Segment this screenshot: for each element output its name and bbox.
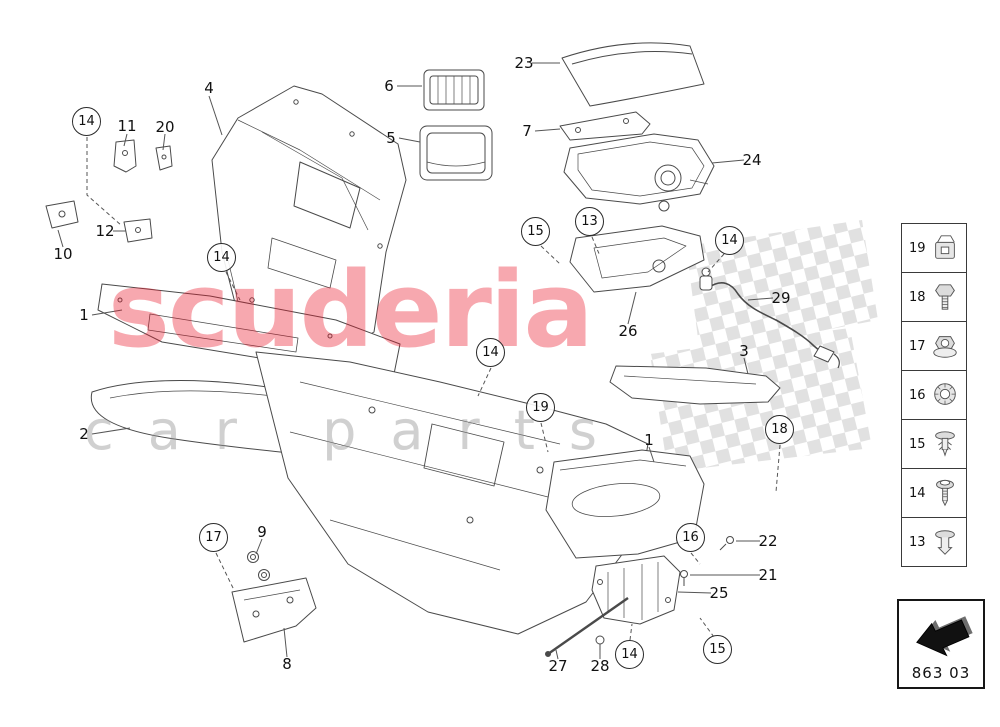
callout-22[interactable]: 22 <box>758 532 778 550</box>
callout-circle-17[interactable]: 17 <box>199 523 228 552</box>
diagram-code: 863 03 <box>911 664 971 682</box>
callout-1[interactable]: 1 <box>644 431 654 449</box>
fastener-thumbnail-column: 19 18 17 16 <box>901 223 967 567</box>
callout-6[interactable]: 6 <box>384 77 394 95</box>
callout-29[interactable]: 29 <box>771 289 791 307</box>
callout-20[interactable]: 20 <box>155 118 175 136</box>
callout-circle-14[interactable]: 14 <box>715 226 744 255</box>
thumbnail-label: 18 <box>909 289 926 305</box>
leader-lines <box>57 62 781 660</box>
callout-1[interactable]: 1 <box>79 306 89 324</box>
thumbnail-item-18[interactable]: 18 <box>901 272 967 322</box>
callout-circle-14[interactable]: 14 <box>207 243 236 272</box>
callout-circle-14[interactable]: 14 <box>72 107 101 136</box>
callout-26[interactable]: 26 <box>618 322 638 340</box>
thumbnail-label: 13 <box>909 534 926 550</box>
console-parts-artwork <box>45 42 840 657</box>
direction-arrow-icon <box>916 616 973 657</box>
thumbnail-label: 17 <box>909 338 926 354</box>
callout-10[interactable]: 10 <box>53 245 73 263</box>
callout-27[interactable]: 27 <box>548 657 568 675</box>
callout-circle-18[interactable]: 18 <box>765 415 794 444</box>
thumbnail-item-14[interactable]: 14 <box>901 468 967 518</box>
callout-12[interactable]: 12 <box>95 222 115 240</box>
callout-8[interactable]: 8 <box>282 655 292 673</box>
hex-bolt-icon <box>935 284 955 310</box>
callout-circle-14[interactable]: 14 <box>615 640 644 669</box>
callout-circle-15[interactable]: 15 <box>703 635 732 664</box>
push-clip-icon <box>935 431 955 457</box>
callout-circle-13[interactable]: 13 <box>575 207 604 236</box>
callout-circle-16[interactable]: 16 <box>676 523 705 552</box>
callout-circle-15[interactable]: 15 <box>521 217 550 246</box>
callout-circle-19[interactable]: 19 <box>526 393 555 422</box>
callout-23[interactable]: 23 <box>514 54 534 72</box>
callout-25[interactable]: 25 <box>709 584 729 602</box>
callout-24[interactable]: 24 <box>742 151 762 169</box>
spring-nut-icon <box>935 235 955 259</box>
callout-11[interactable]: 11 <box>117 117 137 135</box>
flange-nut-icon <box>933 336 957 358</box>
callout-28[interactable]: 28 <box>590 657 610 675</box>
callout-circle-14[interactable]: 14 <box>476 338 505 367</box>
cap-nut-icon <box>934 383 956 405</box>
thumbnail-item-16[interactable]: 16 <box>901 370 967 420</box>
callout-5[interactable]: 5 <box>386 129 396 147</box>
screw-icon <box>936 479 954 507</box>
callout-4[interactable]: 4 <box>204 79 214 97</box>
thumbnail-label: 14 <box>909 485 926 501</box>
callout-2[interactable]: 2 <box>79 425 89 443</box>
thumbnail-item-13[interactable]: 13 <box>901 517 967 567</box>
diagram-code-box: 863 03 <box>897 599 985 689</box>
callout-3[interactable]: 3 <box>739 342 749 360</box>
thumbnail-label: 15 <box>909 436 926 452</box>
thumbnail-item-19[interactable]: 19 <box>901 223 967 273</box>
rivet-icon <box>935 530 955 555</box>
callout-9[interactable]: 9 <box>257 523 267 541</box>
thumbnail-label: 19 <box>909 240 926 256</box>
callout-21[interactable]: 21 <box>758 566 778 584</box>
thumbnail-item-15[interactable]: 15 <box>901 419 967 469</box>
thumbnail-label: 16 <box>909 387 926 403</box>
thumbnail-item-17[interactable]: 17 <box>901 321 967 371</box>
callout-7[interactable]: 7 <box>522 122 532 140</box>
